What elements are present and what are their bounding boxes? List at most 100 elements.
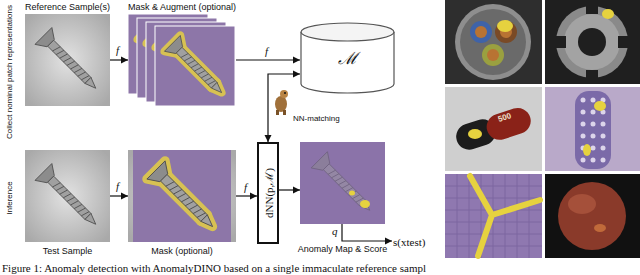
toothbrush-sample-part [583,144,591,156]
toothbrush-sample-part [575,91,611,169]
cable-sample-part [497,20,513,32]
augment-stack: Mask & Augment (optional) [128,14,236,106]
test-image-part [25,150,110,242]
capsule-sample-part [445,87,542,171]
masked-test-image-part [147,161,222,236]
hazelnut-sample [545,174,640,258]
metal-nut-sample-part [586,70,598,80]
toothbrush-sample-part-part [591,158,596,163]
cable-sample [445,0,542,84]
dino-icon-part [276,110,279,115]
anomaly-map-part [349,191,355,196]
capsule-sample-part [468,129,482,139]
score-formula: s(xtest) [393,236,425,248]
hazelnut-sample-part [558,182,626,250]
anomaly-map-part [360,200,370,208]
metal-nut-sample-part [556,6,628,78]
dino-icon-part [275,96,287,112]
augmented-stack-part [164,35,229,100]
anomaly-map-part [300,142,385,224]
toothbrush-sample-part-part [601,134,606,139]
capsule-sample-part [453,105,534,154]
toothbrush-sample-part-part [591,122,596,127]
carpet-sample-part [445,174,542,258]
carpet-sample-part [445,174,542,258]
edge-label: f [115,180,120,192]
masked-test-image-part [128,150,236,242]
image-heading: Reference Sample(s) [25,2,110,12]
figure-caption: Figure 1: Anomaly detection with Anomaly… [2,262,426,274]
hazelnut-sample-part [594,224,606,232]
toothbrush-sample-part-part [601,146,606,151]
metal-nut-sample [545,0,640,84]
toothbrush-sample-part-part [581,98,586,103]
distance-formula: dNN(p,ℳ) [261,168,276,218]
capsule-sample [445,87,542,171]
row-label: Inference [5,181,14,214]
toothbrush-sample-part-part [591,110,596,115]
edge-label: f [264,45,269,57]
anomaly-map: Anomaly Map & Score [300,142,385,224]
carpet-sample [445,174,542,258]
toothbrush-sample-part-part [591,134,596,139]
reference-sample: Reference Sample(s) [25,14,110,106]
image-heading: Mask & Augment (optional) [128,2,236,12]
image-heading: Test Sample [43,246,93,256]
dino-icon [275,90,288,115]
augmented-stack [128,14,235,106]
hazelnut-sample-part [568,194,596,214]
masked-sample: Mask (optional) [128,150,236,242]
dino-icon-part [284,92,286,94]
cable-sample-part [495,21,517,43]
augmented-stack-part [155,26,235,106]
toothbrush-sample-part-part [581,134,586,139]
score: s(xtest) [393,232,425,250]
toothbrush-sample-part-part [581,158,586,163]
augmented-stack-part [164,35,229,100]
flow-arrow [279,189,300,190]
cable-sample-part [460,9,526,75]
test-image [25,150,110,242]
masked-test-image-part [133,150,231,242]
capsule-print: 500 [497,111,512,124]
edge-label: q [331,225,339,237]
metal-nut-sample-part [564,14,620,70]
toothbrush-sample-part-part [591,146,596,151]
metal-nut-sample-part [586,4,598,14]
reference-image-part [25,14,110,106]
cable-sample-part [475,26,487,38]
cable-sample-part [455,4,531,80]
cable-sample-part [487,49,499,61]
edge-label: f [243,181,248,193]
cable-sample-part [445,0,542,84]
reference-image [25,14,110,106]
edge-label: NN-matching [292,114,341,124]
memory-bank: ℳ [300,22,395,94]
metal-nut-sample-part [602,9,614,19]
metal-nut-sample-part [545,0,640,84]
dino-icon-part [283,110,286,115]
cable-sample-part [482,44,504,66]
metal-nut-sample-part [556,36,566,48]
flow-arrow [342,224,392,241]
toothbrush-sample-part-part [601,158,606,163]
test-sample: Test Sample [25,150,110,242]
edge-label: f [115,44,120,56]
masked-test-image [128,150,236,242]
anomaly-map-part [311,152,378,219]
test-image-part [35,164,104,233]
image-heading: Mask (optional) [151,246,213,256]
toothbrush-sample-part [581,98,606,163]
distance-box: dNN(p,ℳ) [257,142,279,244]
toothbrush-sample-part-part [591,98,596,103]
flow-arrow [110,195,128,196]
masked-test-image-part [147,161,222,236]
hazelnut-sample-part [545,174,640,258]
memory-symbol: ℳ [300,46,395,69]
metal-nut-sample-part [618,36,628,48]
toothbrush-sample-part [594,101,606,111]
flow-arrow [110,59,128,60]
cylinder-top [301,23,394,41]
toothbrush-sample-part-part [581,110,586,115]
